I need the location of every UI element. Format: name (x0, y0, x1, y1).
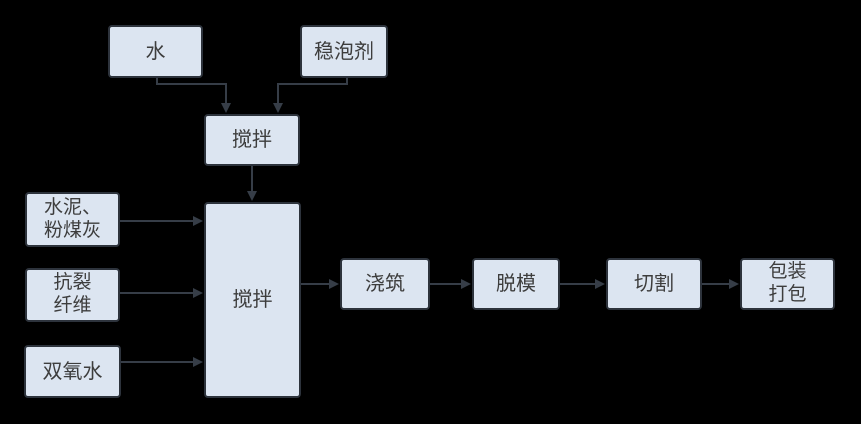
node-cutting-label: 切割 (634, 273, 674, 295)
node-mixing-main: 搅拌 (204, 202, 301, 398)
arrow-stabilizer-to-mixfoam (273, 78, 348, 113)
node-cement-flyash-line2: 粉煤灰 (43, 219, 101, 241)
node-hydrogen-peroxide-label: 双氧水 (42, 360, 103, 383)
node-packaging: 包装 打包 (740, 258, 835, 310)
node-foam-stabilizer-label: 稳泡剂 (314, 40, 374, 63)
node-pouring-label: 浇筑 (365, 273, 405, 295)
node-demolding-label: 脱模 (496, 273, 536, 295)
node-anticrack-fiber-line1: 抗裂 (53, 272, 92, 294)
node-mixing-main-label: 搅拌 (232, 289, 273, 311)
node-water-label: 水 (145, 40, 166, 63)
node-water: 水 (108, 25, 203, 78)
node-hydrogen-peroxide: 双氧水 (24, 345, 121, 398)
node-cement-flyash: 水泥、 粉煤灰 (25, 192, 120, 247)
node-pouring: 浇筑 (340, 258, 430, 310)
arrow-water-to-mixfoam (156, 78, 231, 113)
node-foam-stabilizer: 稳泡剂 (300, 25, 388, 78)
node-demolding: 脱模 (472, 258, 560, 310)
node-anticrack-fiber-line2: 纤维 (53, 295, 92, 316)
node-mixing-foam: 搅拌 (204, 114, 300, 166)
node-mixing-foam-label: 搅拌 (232, 129, 272, 151)
node-cutting: 切割 (606, 258, 702, 310)
node-cement-flyash-line1: 水泥、 (43, 196, 101, 218)
node-packaging-line2: 打包 (768, 284, 807, 305)
node-packaging-line1: 包装 (768, 261, 807, 283)
node-anticrack-fiber: 抗裂 纤维 (25, 268, 120, 322)
